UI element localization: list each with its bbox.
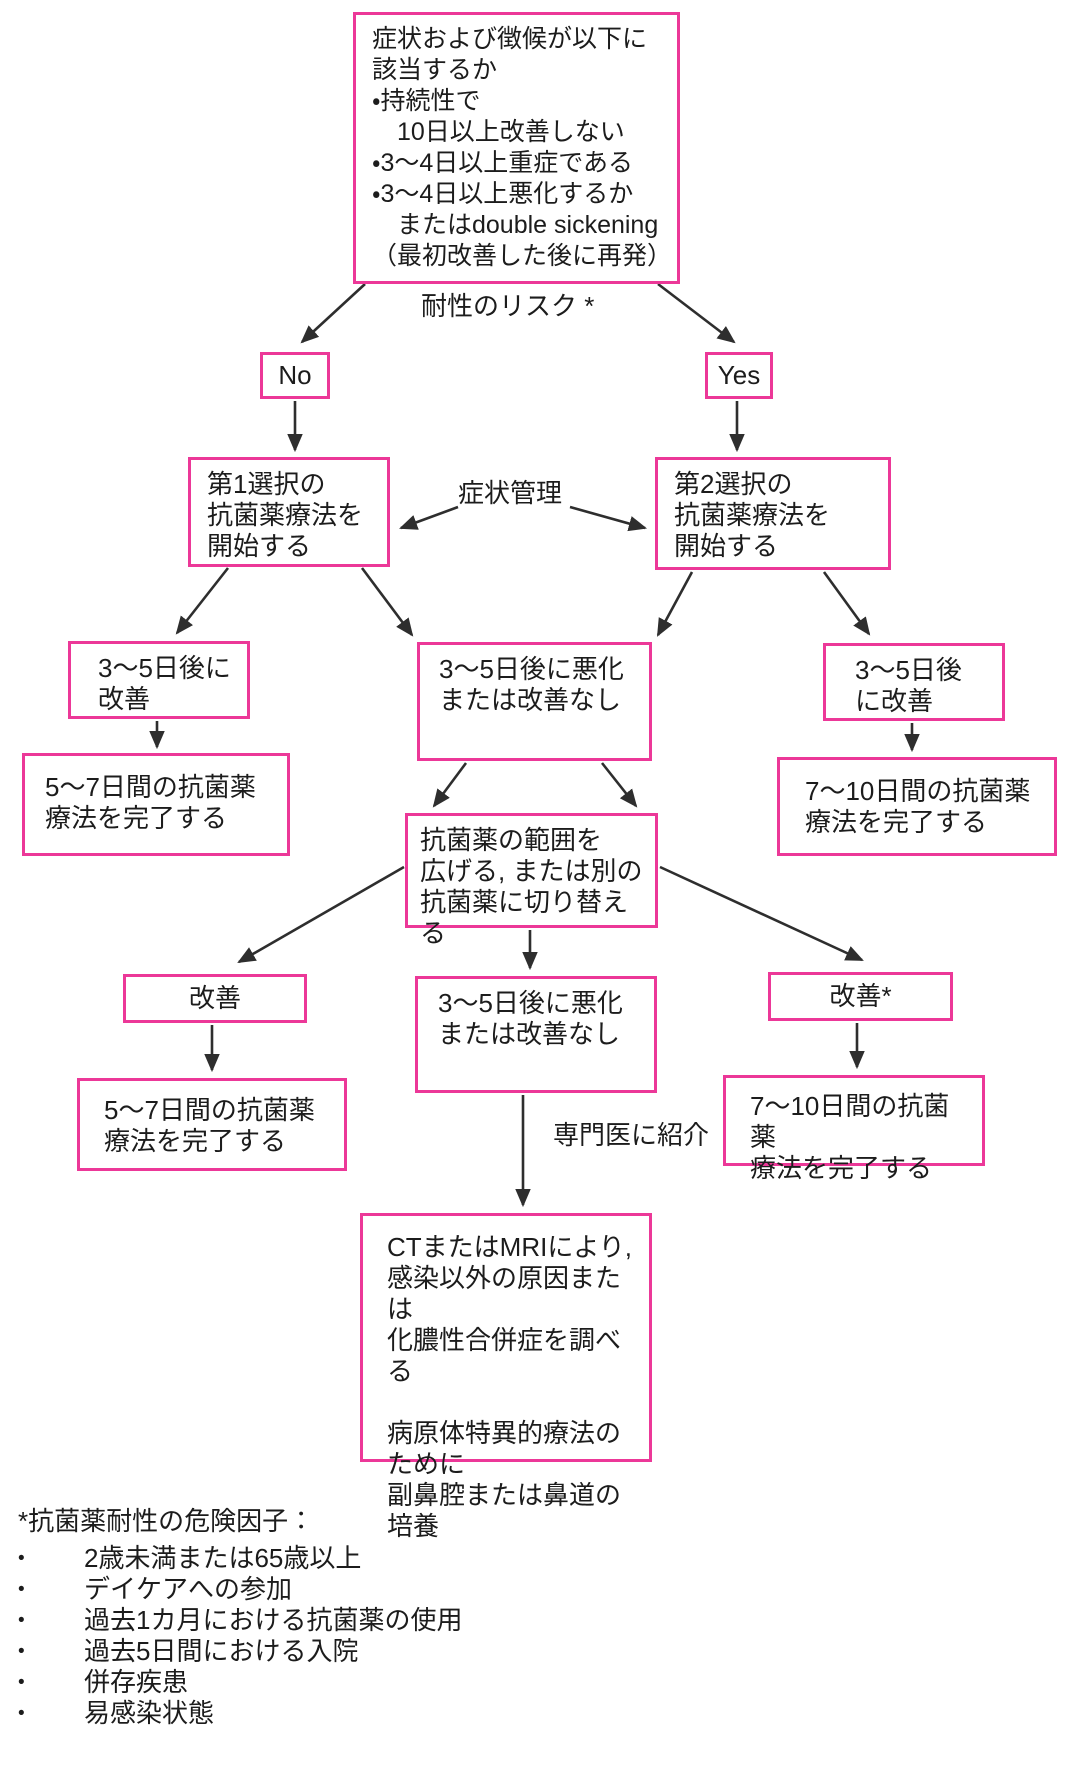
arrow-worsen-to-broaden-left xyxy=(432,762,468,808)
bullet-icon: • xyxy=(18,1703,25,1724)
node-worsen-3-5-days-first: 3〜5日後に悪化 または改善なし xyxy=(417,642,652,761)
node-worsen-3-5-days-second: 3〜5日後に悪化 または改善なし xyxy=(415,976,657,1093)
node-complete-7-10-days-first: 7〜10日間の抗菌薬 療法を完了する xyxy=(777,757,1057,856)
footnote-item: • 易感染状態 xyxy=(18,1698,778,1729)
node-second-line-antibiotic: 第2選択の 抗菌薬療法を 開始する xyxy=(655,457,891,570)
footnote-item: • 過去5日間における入院 xyxy=(18,1636,778,1667)
arrow-secondline-to-improve xyxy=(822,571,871,636)
arrow-worsen-to-broaden-right xyxy=(600,762,638,808)
arrow-secondline-to-worsen xyxy=(656,571,694,637)
node-first-line-antibiotic: 第1選択の 抗菌薬療法を 開始する xyxy=(188,457,390,567)
footnote-item: • 2歳未満または65歳以上 xyxy=(18,1543,778,1574)
bullet-icon: • xyxy=(18,1548,25,1569)
label-symptom-management: 症状管理 xyxy=(458,478,563,508)
node-ct-mri-culture: CTまたはMRIにより, 感染以外の原因または 化膿性合併症を調べる 病原体特異… xyxy=(360,1213,652,1541)
bullet-icon: • xyxy=(18,1641,25,1662)
footnote-item-text: 易感染状態 xyxy=(84,1698,215,1728)
node-improve-3-5-days-right: 3〜5日後 に改善 xyxy=(823,643,1005,721)
bullet-icon: • xyxy=(18,1579,25,1600)
node-no: No xyxy=(260,352,330,399)
bullet-icon: • xyxy=(18,1672,25,1693)
footnote-item-text: 2歳未満または65歳以上 xyxy=(84,1543,362,1573)
footnote-item: • デイケアへの参加 xyxy=(18,1574,778,1605)
footnote-item-text: 過去5日間における入院 xyxy=(84,1636,359,1666)
arrow-broaden-to-improve-left xyxy=(237,865,405,964)
node-symptoms-criteria: 症状および徴候が以下に 該当するか ・持続性で 10日以上改善しない ・3〜4日… xyxy=(353,12,680,284)
footnote-item-text: 過去1カ月における抗菌薬の使用 xyxy=(84,1605,463,1635)
arrow-management-to-firstline xyxy=(399,505,459,530)
arrow-symptom-to-no xyxy=(300,283,366,344)
footnote-item: • 併存疾患 xyxy=(18,1667,778,1698)
node-complete-7-10-days-second: 7〜10日間の抗菌薬 療法を完了する xyxy=(723,1075,985,1183)
node-improvement-left: 改善 xyxy=(123,974,307,1023)
arrow-firstline-to-worsen xyxy=(360,567,414,637)
footnote-item-text: 併存疾患 xyxy=(84,1667,189,1697)
node-complete-5-7-days-second: 5〜7日間の抗菌薬 療法を完了する xyxy=(77,1078,347,1171)
node-improvement-right: 改善* xyxy=(768,972,953,1021)
footnote: *抗菌薬耐性の危険因子： • 2歳未満または65歳以上 • デイケアへの参加 •… xyxy=(18,1506,778,1729)
arrow-firstline-to-improve xyxy=(175,567,230,635)
node-yes: Yes xyxy=(705,352,773,399)
arrow-symptom-to-yes xyxy=(657,282,736,344)
arrow-management-to-secondline xyxy=(569,505,648,532)
footnote-item: • 過去1カ月における抗菌薬の使用 xyxy=(18,1605,778,1636)
node-broaden-or-switch-antibiotic: 抗菌薬の範囲を 広げる, または別の 抗菌薬に切り替える xyxy=(405,813,658,948)
footnote-title: *抗菌薬耐性の危険因子： xyxy=(18,1506,315,1536)
node-improve-3-5-days-left: 3〜5日後に 改善 xyxy=(68,641,250,719)
label-specialist-referral: 専門医に紹介 xyxy=(553,1120,710,1150)
arrow-broaden-to-improve-right xyxy=(659,865,864,962)
node-complete-5-7-days-first: 5〜7日間の抗菌薬 療法を完了する xyxy=(22,753,290,856)
footnote-item-text: デイケアへの参加 xyxy=(84,1574,293,1604)
bullet-icon: • xyxy=(18,1610,25,1631)
label-resistance-risk: 耐性のリスク * xyxy=(421,291,595,321)
